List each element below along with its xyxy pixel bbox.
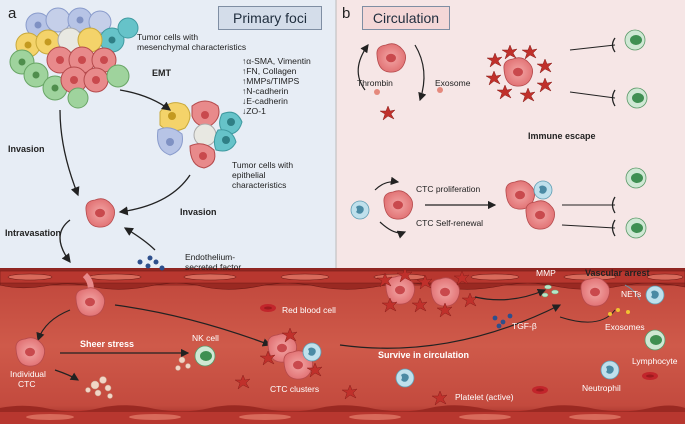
emt-arrow bbox=[119, 89, 172, 111]
tgf-beta-label: TGF-β bbox=[512, 321, 537, 331]
ctc-proliferating-cell bbox=[383, 190, 414, 220]
panel-a-letter: a bbox=[8, 5, 17, 22]
lymphocyte-label: Lymphocyte bbox=[632, 356, 678, 366]
ctc-proliferation-label: CTC proliferation bbox=[416, 184, 481, 194]
invasion-left-label: Invasion bbox=[8, 144, 45, 154]
primary-tumor-cluster bbox=[9, 7, 139, 109]
emt-marker: ↑N-cadherin bbox=[242, 86, 289, 96]
vessel-bottom-wall bbox=[0, 405, 685, 424]
endothelium-factor-dots bbox=[137, 255, 165, 271]
emt-marker: ↓E-cadherin bbox=[242, 96, 288, 106]
intravasating-cell bbox=[75, 287, 106, 317]
invading-tumor-cell bbox=[85, 198, 116, 228]
nk-attack-cells bbox=[175, 345, 216, 371]
arrested-tumor-cell bbox=[580, 277, 611, 307]
vascular-arrest-label: Vascular arrest bbox=[585, 268, 650, 278]
individual-ctc-label-line2: CTC bbox=[18, 379, 36, 389]
nets-label: NETs bbox=[621, 289, 642, 299]
neutrophil-label: Neutrophil bbox=[582, 383, 621, 393]
emt-marker: ↑α-SMA, Vimentin bbox=[242, 56, 311, 66]
thrombin-label: Thrombin bbox=[357, 78, 393, 88]
individual-ctc bbox=[15, 337, 46, 367]
red-blood-cell-icon bbox=[260, 304, 276, 312]
intravasation-arrow bbox=[59, 219, 71, 264]
neutrophil-vessel-1 bbox=[395, 368, 415, 388]
individual-ctc-label-line1: Individual bbox=[10, 369, 46, 379]
vessel-top-wall bbox=[0, 270, 685, 290]
ctc-stem-cell bbox=[350, 200, 370, 220]
panel-b-title: Circulation bbox=[362, 6, 450, 30]
nk-cell-label: NK cell bbox=[192, 333, 219, 343]
panel-b-letter: b bbox=[342, 5, 351, 22]
mesenchymal-label-line2: mesenchymal characteristics bbox=[137, 42, 247, 52]
platelet-label: Platelet (active) bbox=[455, 392, 514, 402]
emt-marker: ↓ZO-1 bbox=[242, 106, 266, 116]
red-blood-cell-label: Red blood cell bbox=[282, 305, 336, 315]
ctc-self-renewal-label: CTC Self-renewal bbox=[416, 218, 484, 228]
immune-escape-label: Immune escape bbox=[528, 131, 596, 141]
sheer-stress-label: Sheer stress bbox=[80, 339, 135, 349]
mesenchymal-label-line1: Tumor cells with bbox=[137, 32, 199, 42]
immune-escape-nk-cells bbox=[561, 29, 648, 239]
ctc-clusters-label: CTC clusters bbox=[270, 384, 320, 394]
epithelial-tumor-cluster bbox=[157, 100, 243, 169]
dying-ctc-debris bbox=[85, 376, 113, 399]
tgf-beta-dots bbox=[492, 313, 513, 329]
invasion-left-arrow bbox=[59, 109, 80, 197]
epithelial-label-line2: epithelial bbox=[232, 170, 266, 180]
endothelium-label-line1: Endothelium- bbox=[185, 252, 236, 262]
epithelial-label-line1: Tumor cells with bbox=[232, 160, 294, 170]
lymphocyte-icon bbox=[644, 329, 666, 351]
exosome-dots bbox=[608, 308, 630, 316]
emt-label: EMT bbox=[152, 68, 171, 78]
invasion-right-label: Invasion bbox=[180, 207, 217, 217]
rbc-3 bbox=[642, 372, 658, 380]
intravasation-label: Intravasation bbox=[5, 228, 62, 238]
panel-a-title: Primary foci bbox=[218, 6, 322, 30]
emt-marker: ↑MMPs/TIMPS bbox=[242, 76, 300, 86]
neutrophil-vessel-2 bbox=[600, 360, 620, 380]
mmp-dots bbox=[541, 284, 559, 298]
endothelium-arrow bbox=[123, 227, 156, 251]
endothelium-label-line2: secreted factor bbox=[185, 262, 242, 272]
exosome-link bbox=[559, 309, 616, 323]
emt-marker-list: ↑α-SMA, Vimentin ↑FN, Collagen ↑MMPs/TIM… bbox=[242, 56, 311, 116]
exosomes-label: Exosomes bbox=[605, 322, 645, 332]
exosome-label: Exosome bbox=[435, 78, 471, 88]
emt-marker: ↑FN, Collagen bbox=[242, 66, 297, 76]
epithelial-label-line3: characteristics bbox=[232, 180, 287, 190]
invasion-right-arrow bbox=[118, 174, 191, 216]
survive-label: Survive in circulation bbox=[378, 350, 470, 360]
neutrophil-nets bbox=[645, 285, 665, 305]
blood-vessel bbox=[0, 268, 685, 424]
thrombin-tumor-cell bbox=[376, 43, 407, 73]
mmp-label: MMP bbox=[536, 268, 556, 278]
rbc-2 bbox=[532, 386, 548, 394]
survive-arrow bbox=[339, 304, 562, 349]
